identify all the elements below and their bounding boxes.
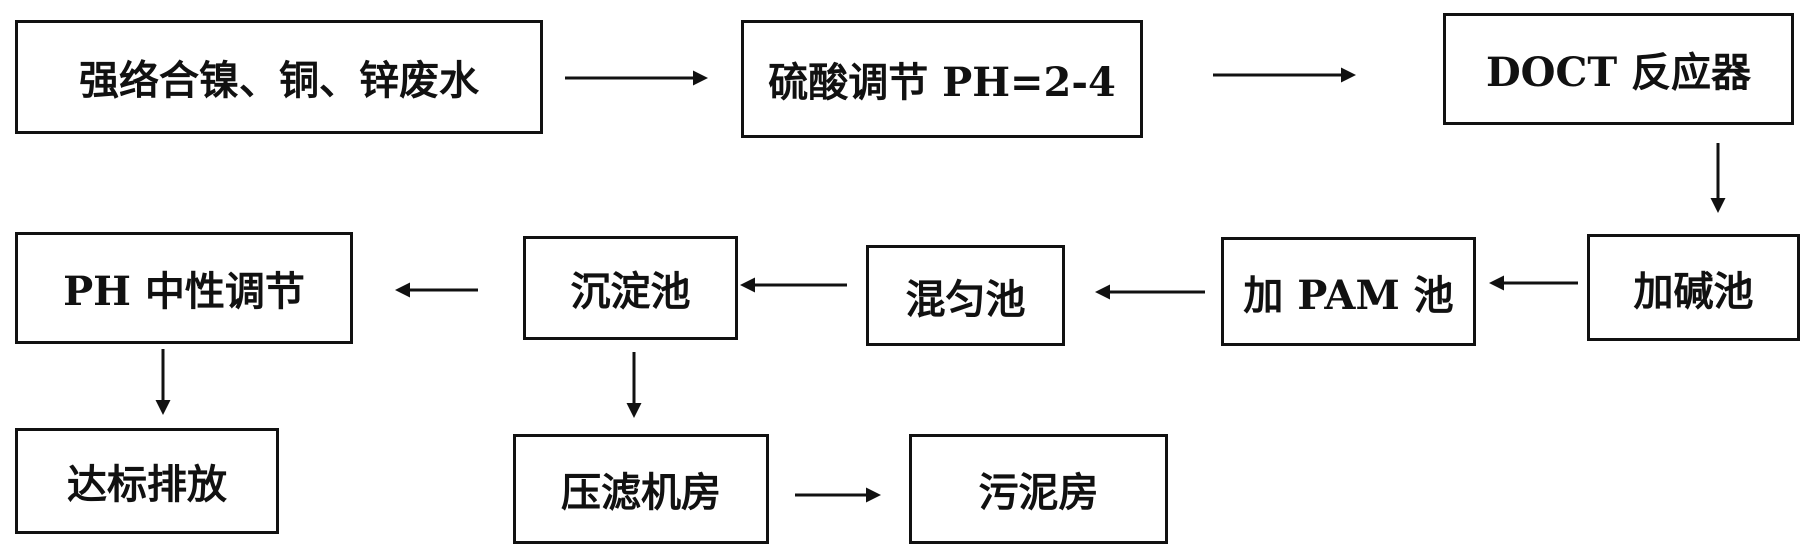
node-acid-ph-adjust: 硫酸调节 PH=2-4 [741,20,1143,138]
node-filter-press-room-label: 压滤机房 [561,469,721,516]
node-filter-press-room: 压滤机房 [513,434,769,544]
node-doct-reactor: DOCT 反应器 [1443,13,1794,125]
node-wastewater: 强络合镍、铜、锌废水 [15,20,543,134]
node-discharge: 达标排放 [15,428,279,534]
node-sludge-room-label: 污泥房 [978,469,1099,516]
node-acid-ph-adjust-label: 硫酸调节 PH=2-4 [768,59,1116,106]
node-neutral-ph-adjust: PH 中性调节 [15,232,353,344]
node-mixing-tank-label: 混匀池 [905,275,1026,323]
node-alkali-tank-label: 加碱池 [1633,267,1754,315]
node-neutral-ph-adjust-label: PH 中性调节 [63,268,305,315]
node-settling-tank: 沉淀池 [523,236,738,340]
node-alkali-tank: 加碱池 [1587,234,1800,341]
node-wastewater-label: 强络合镍、铜、锌废水 [79,57,479,104]
node-sludge-room: 污泥房 [909,434,1168,544]
node-settling-tank-label: 沉淀池 [570,268,691,315]
node-doct-reactor-label: DOCT 反应器 [1485,49,1752,96]
node-discharge-label: 达标排放 [67,461,227,508]
node-pam-tank: 加 PAM 池 [1221,237,1476,346]
node-mixing-tank: 混匀池 [866,245,1065,346]
node-pam-tank-label: 加 PAM 池 [1243,271,1454,319]
